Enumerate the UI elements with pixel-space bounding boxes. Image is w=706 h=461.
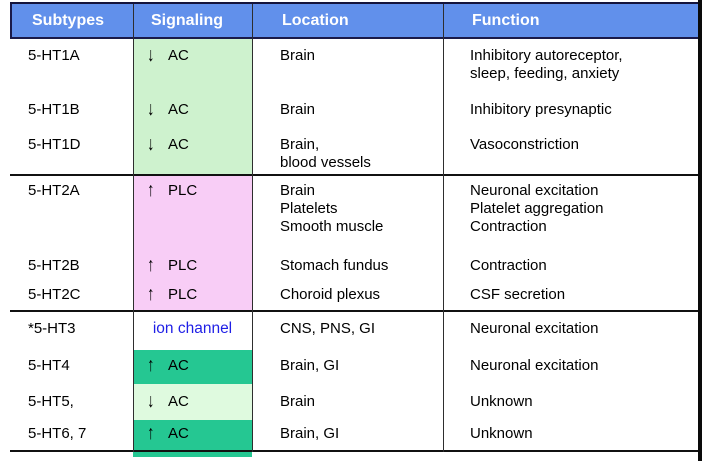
signal-label: AC — [168, 47, 189, 64]
subtype-cell: 5-HT2A — [28, 182, 80, 199]
function-cell: Neuronal excitation — [470, 357, 599, 374]
table: Subtypes Signaling Location Function 5-H… — [10, 2, 699, 457]
row-5ht5: 5-HT5, ↓ AC Brain Unknown — [10, 384, 699, 420]
location-cell: Brain, GI — [280, 425, 340, 442]
location-cell: Choroid plexus — [280, 286, 381, 303]
signaling-cell: ↑ PLC — [133, 176, 252, 248]
signal-label: AC — [168, 357, 189, 374]
row-5ht1b: 5-HT1B ↓ AC Brain Inhibitory presynaptic — [10, 91, 699, 127]
location-cell: CNS, PNS, GI — [280, 320, 376, 337]
up-arrow-icon: ↑ — [147, 254, 155, 277]
signaling-cell: ↑ PLC — [133, 282, 252, 310]
row-5ht1a: 5-HT1A ↓ AC Brain Inhibitory autoreceptor… — [10, 39, 699, 91]
signal-label: AC — [168, 425, 189, 442]
signaling-cell: ↑ PLC — [133, 248, 252, 282]
signaling-cell: ↓ AC — [133, 127, 252, 174]
column-divider-2 — [251, 2, 253, 452]
row-5ht2a: 5-HT2A ↑ PLC Brain Platelets Smooth muscl… — [10, 176, 699, 248]
row-5ht3: *5-HT3 ion channel CNS, PNS, GI Neuronal… — [10, 312, 699, 350]
header-signaling: Signaling — [151, 11, 223, 29]
function-cell: Unknown — [470, 425, 533, 442]
subtype-cell: 5-HT1B — [28, 101, 80, 118]
column-divider-1 — [132, 2, 134, 452]
row-5ht1d: 5-HT1D ↓ AC Brain, blood vessels Vasocons… — [10, 127, 699, 174]
subtype-cell: 5-HT4 — [28, 357, 70, 374]
down-arrow-icon: ↓ — [147, 133, 155, 156]
function-cell: Unknown — [470, 393, 533, 410]
signal-label: PLC — [168, 286, 198, 303]
down-arrow-icon: ↓ — [147, 98, 155, 121]
group-divider-2 — [10, 310, 699, 312]
location-cell: Brain — [280, 393, 316, 410]
location-cell: Brain, blood vessels — [280, 136, 371, 171]
signal-label: PLC — [168, 257, 198, 274]
function-cell: Vasoconstriction — [470, 136, 579, 153]
function-cell: Contraction — [470, 257, 547, 274]
subtype-cell: 5-HT2C — [28, 286, 81, 303]
signal-label: AC — [168, 136, 189, 153]
signaling-cell: ↑ AC — [133, 420, 252, 450]
signal-label: AC — [168, 101, 189, 118]
down-arrow-icon: ↓ — [147, 390, 155, 413]
location-cell: Brain, GI — [280, 357, 340, 374]
table-header-row: Subtypes Signaling Location Function — [10, 4, 699, 39]
location-cell: Brain — [280, 101, 316, 118]
up-arrow-icon: ↑ — [147, 283, 155, 306]
location-cell: Brain — [280, 47, 316, 64]
location-cell: Brain Platelets Smooth muscle — [280, 182, 384, 235]
up-arrow-icon: ↑ — [147, 179, 155, 202]
signaling-cell-overflow — [133, 448, 252, 457]
down-arrow-icon: ↓ — [147, 44, 155, 67]
row-5ht6-7: 5-HT6, 7 ↑ AC Brain, GI Unknown — [10, 420, 699, 450]
signaling-cell: ↓ AC — [133, 39, 252, 91]
subtype-cell: 5-HT2B — [28, 257, 80, 274]
function-cell: Neuronal excitation Platelet aggregation… — [470, 182, 604, 235]
table-bottom-rule — [10, 450, 699, 452]
row-5ht2b: 5-HT2B ↑ PLC Stomach fundus Contraction — [10, 248, 699, 282]
function-cell: CSF secretion — [470, 286, 566, 303]
subtype-cell: 5-HT5, — [28, 393, 74, 410]
function-cell: Inhibitory presynaptic — [470, 101, 612, 118]
subtype-cell: *5-HT3 — [28, 320, 76, 337]
frame-right-border — [698, 0, 702, 461]
group-divider-1 — [10, 174, 699, 176]
header-subtypes: Subtypes — [32, 11, 105, 29]
up-arrow-icon: ↑ — [147, 422, 155, 445]
subtype-cell: 5-HT1A — [28, 47, 80, 64]
header-function: Function — [472, 11, 540, 29]
header-location: Location — [282, 11, 349, 29]
row-5ht4: 5-HT4 ↑ AC Brain, GI Neuronal excitation — [10, 350, 699, 384]
row-5ht2c: 5-HT2C ↑ PLC Choroid plexus CSF secretion — [10, 282, 699, 310]
signaling-cell: ↓ AC — [133, 91, 252, 127]
signaling-cell: ↑ AC — [133, 350, 252, 384]
column-divider-3 — [442, 2, 444, 452]
frame-top-border — [10, 2, 702, 4]
signal-label: PLC — [168, 182, 198, 199]
signaling-cell: ion channel — [133, 312, 252, 350]
subtype-cell: 5-HT1D — [28, 136, 81, 153]
subtype-cell: 5-HT6, 7 — [28, 425, 87, 442]
signal-label: ion channel — [152, 320, 233, 337]
signaling-cell: ↓ AC — [133, 384, 252, 420]
function-cell: Neuronal excitation — [470, 320, 599, 337]
location-cell: Stomach fundus — [280, 257, 389, 274]
function-cell: Inhibitory autoreceptor, sleep, feeding,… — [470, 47, 623, 82]
up-arrow-icon: ↑ — [147, 354, 155, 377]
signal-label: AC — [168, 393, 189, 410]
